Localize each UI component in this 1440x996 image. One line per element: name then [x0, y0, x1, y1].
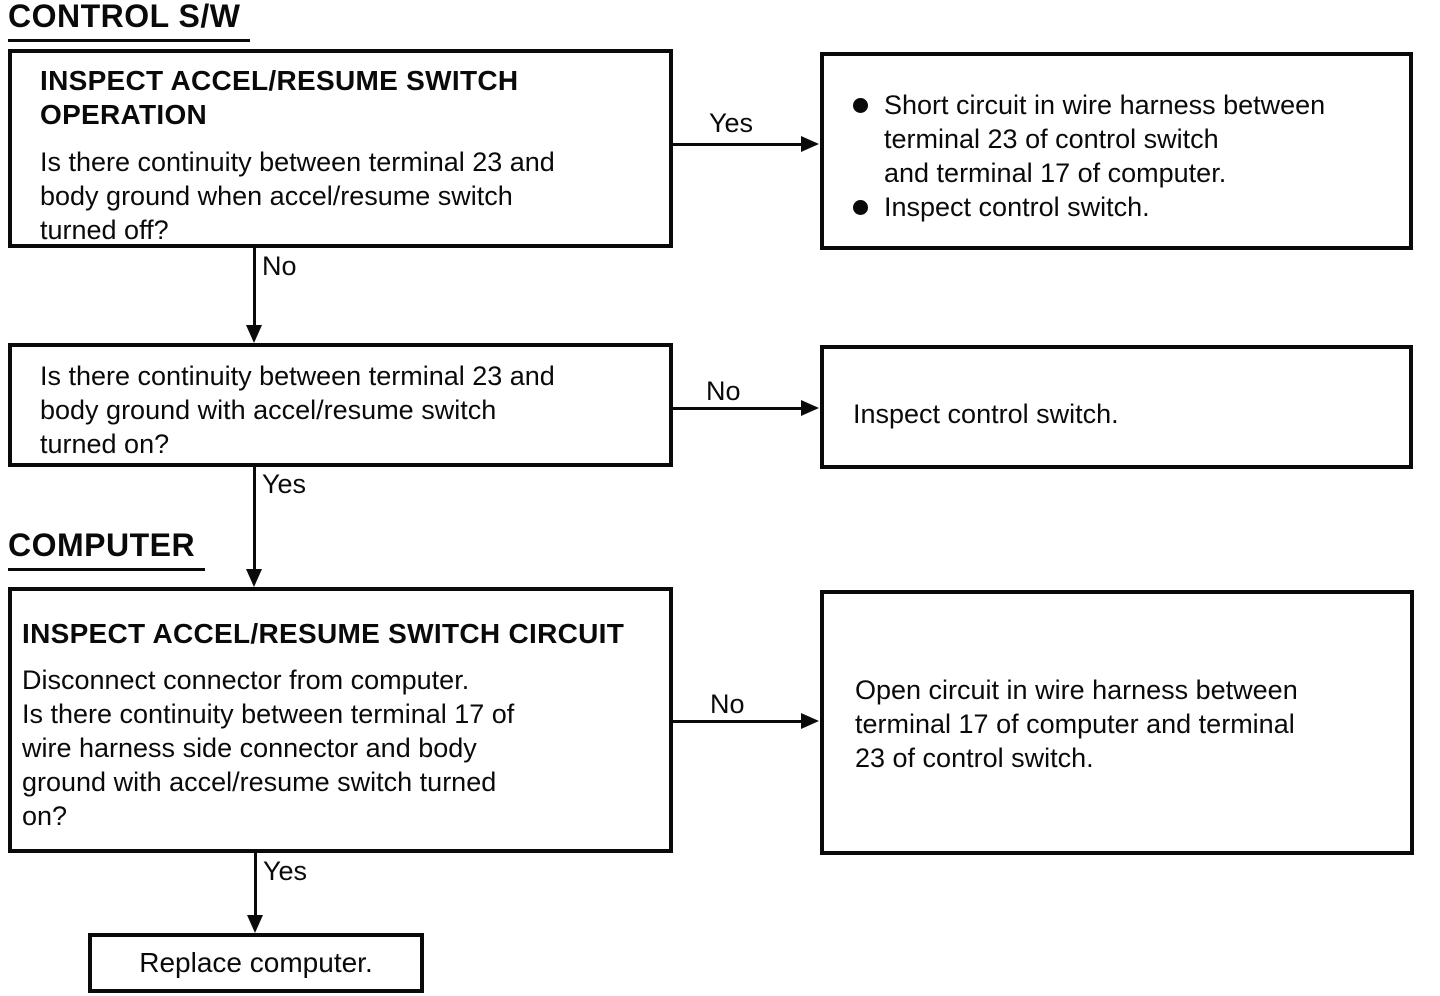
yes-label: Yes: [709, 108, 754, 138]
bullet-item: Inspect control switch.: [853, 190, 1395, 224]
decision-box-step2: Is there continuity between terminal 23 …: [8, 343, 673, 467]
connector-line: [254, 853, 257, 917]
result-text: Inspect control switch.: [853, 399, 1119, 429]
arrowhead-down-icon: [246, 325, 262, 343]
yes-label: Yes: [263, 856, 308, 886]
connector-line: [253, 247, 256, 328]
no-label: No: [706, 376, 741, 406]
connector-line: [672, 720, 803, 723]
step3-title: INSPECT ACCEL/RESUME SWITCH CIRCUIT: [22, 618, 625, 649]
action-box-replace-computer: Replace computer.: [88, 933, 424, 993]
arrowhead-right-icon: [801, 136, 819, 152]
result-box-open-circuit: Open circuit in wire harness between ter…: [820, 590, 1414, 855]
decision-box-step3: INSPECT ACCEL/RESUME SWITCH CIRCUIT Disc…: [8, 587, 673, 853]
arrowhead-right-icon: [801, 400, 819, 416]
result-box-inspect-control-switch: Inspect control switch.: [820, 345, 1413, 469]
arrowhead-right-icon: [801, 713, 819, 729]
step3-question: Disconnect connector from computer. Is t…: [22, 665, 515, 831]
section-heading-computer: COMPUTER: [8, 529, 206, 571]
yes-label: Yes: [262, 469, 307, 499]
step1-title: INSPECT ACCEL/RESUME SWITCH OPERATION: [40, 65, 519, 130]
no-label: No: [710, 689, 745, 719]
bullet-icon: [853, 200, 868, 215]
result-text: Open circuit in wire harness between ter…: [855, 675, 1298, 773]
action-text: Replace computer.: [139, 947, 373, 978]
connector-line: [672, 143, 803, 146]
arrowhead-down-icon: [247, 915, 263, 933]
connector-line: [672, 407, 803, 410]
arrowhead-down-icon: [246, 569, 262, 587]
section-heading-control-sw: CONTROL S/W: [8, 0, 251, 42]
bullet-icon: [853, 98, 868, 113]
bullet-item: Short circuit in wire harness between te…: [853, 88, 1395, 190]
connector-line: [253, 466, 256, 571]
bullet-item-text: Inspect control switch.: [884, 192, 1150, 222]
result-box-short-circuit: Short circuit in wire harness between te…: [820, 52, 1413, 250]
step1-question: Is there continuity between terminal 23 …: [40, 147, 555, 245]
no-label: No: [262, 251, 297, 281]
step2-question: Is there continuity between terminal 23 …: [40, 361, 555, 459]
bullet-item-text: Short circuit in wire harness between te…: [884, 90, 1326, 188]
decision-box-step1: INSPECT ACCEL/RESUME SWITCH OPERATION Is…: [8, 49, 673, 248]
